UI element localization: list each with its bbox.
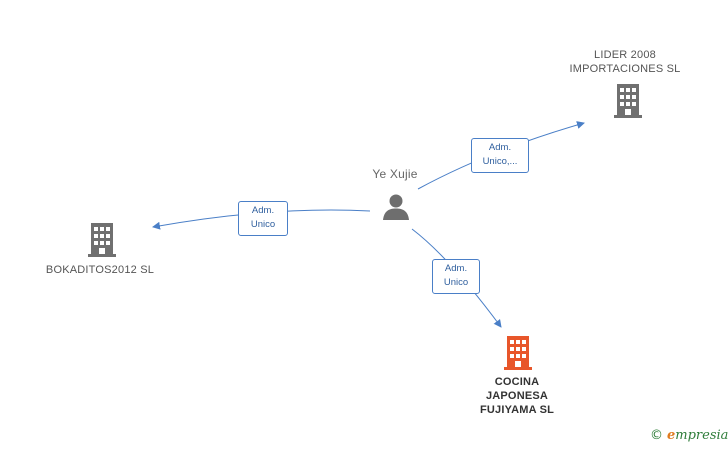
- company-label-line: BOKADITOS2012 SL: [45, 264, 155, 276]
- relation-label-lider[interactable]: Adm. Unico,...: [471, 138, 529, 173]
- company-label-bokaditos[interactable]: BOKADITOS2012 SL: [30, 263, 170, 277]
- relation-label-cocina[interactable]: Adm. Unico: [432, 259, 480, 294]
- company-label-line: COCINA: [494, 376, 540, 388]
- relation-label-line: Adm.: [251, 205, 275, 216]
- company-label-line: LIDER 2008: [594, 49, 656, 61]
- person-name: Ye Xujie: [372, 167, 418, 181]
- building-icon[interactable]: [612, 84, 644, 118]
- brand-name: mpresia: [675, 428, 728, 443]
- copyright-symbol: ©: [650, 428, 663, 443]
- relation-label-line: Unico,...: [482, 156, 518, 167]
- company-label-lider[interactable]: LIDER 2008 IMPORTACIONES SL: [555, 48, 695, 76]
- relation-label-bokaditos[interactable]: Adm. Unico: [238, 201, 288, 236]
- relation-label-line: Unico: [250, 219, 276, 230]
- building-icon[interactable]: [86, 223, 118, 257]
- relation-label-line: Unico: [443, 277, 469, 288]
- company-label-line: IMPORTACIONES SL: [569, 63, 681, 75]
- relation-label-line: Adm.: [488, 142, 512, 153]
- building-icon[interactable]: [502, 336, 534, 370]
- empresia-logo: © empresia: [650, 428, 728, 443]
- brand-initial: e: [667, 428, 676, 443]
- person-icon[interactable]: [381, 193, 411, 221]
- company-label-cocina[interactable]: COCINA JAPONESA FUJIYAMA SL: [455, 375, 579, 417]
- relation-label-line: Adm.: [444, 263, 468, 274]
- company-label-line: JAPONESA: [485, 390, 549, 402]
- company-label-line: FUJIYAMA SL: [479, 404, 555, 416]
